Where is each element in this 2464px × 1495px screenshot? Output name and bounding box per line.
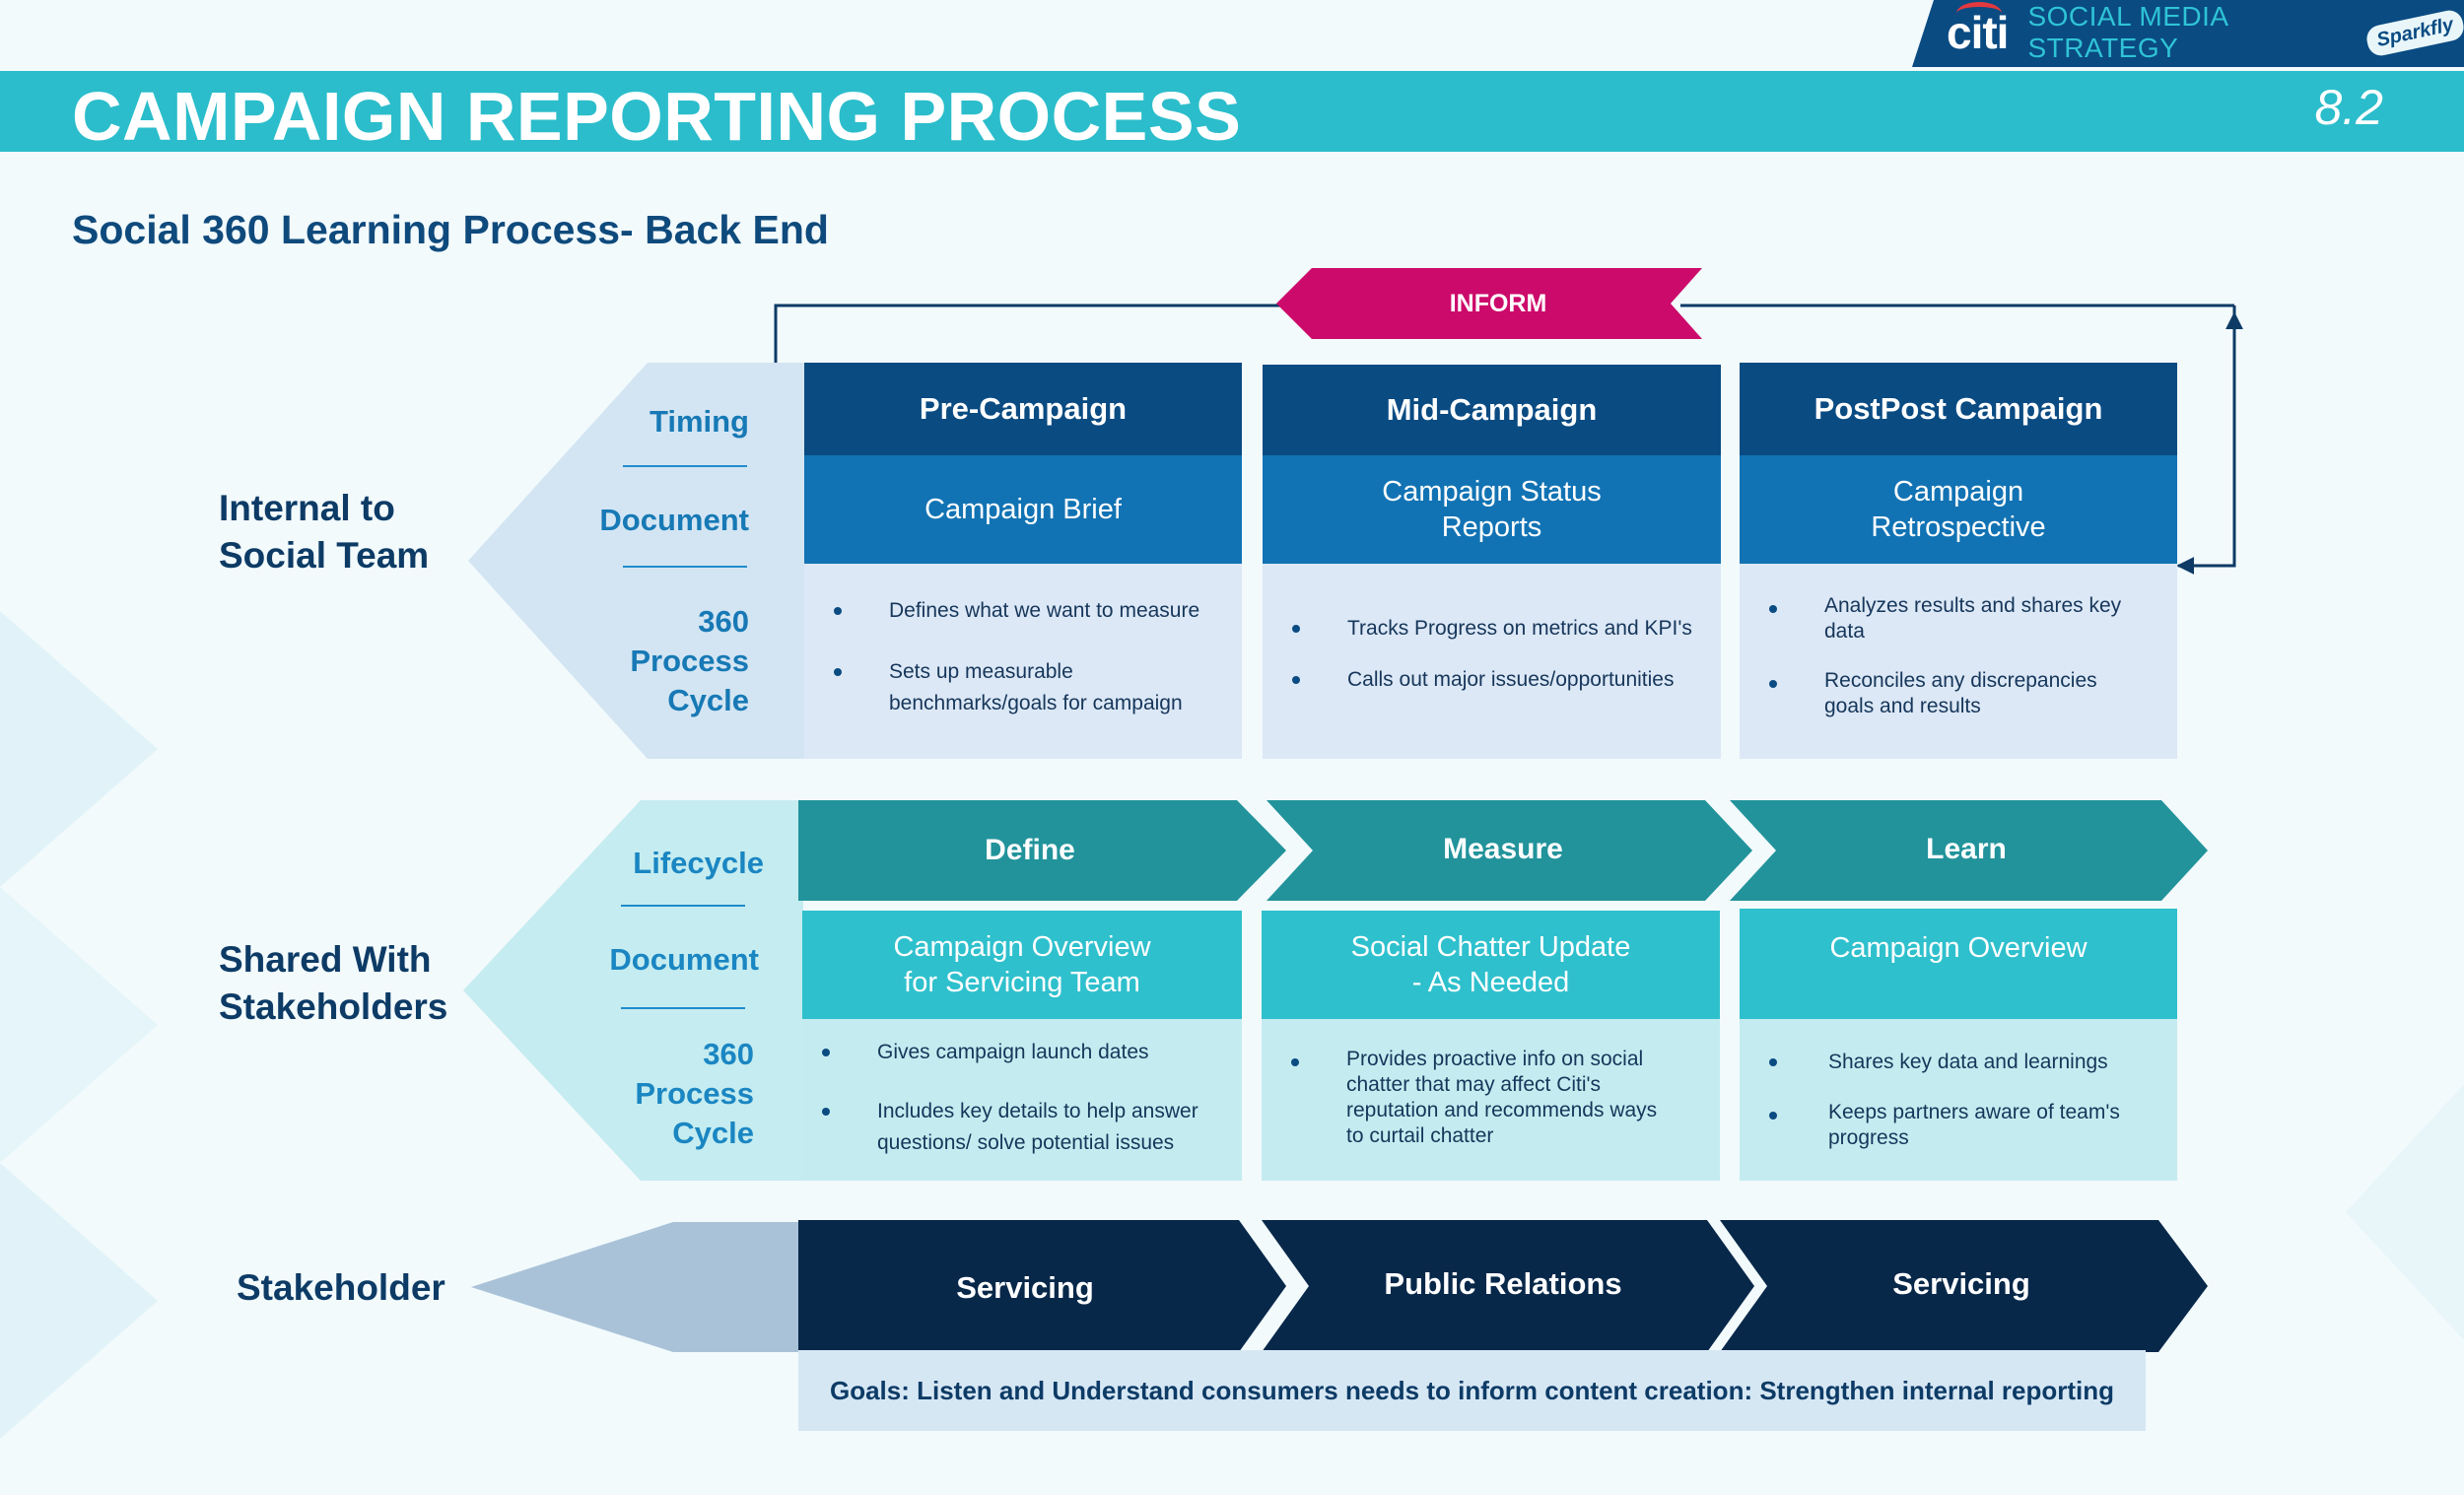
stakeholder-servicing-2: Servicing bbox=[1892, 1266, 2030, 1301]
inform-arrow bbox=[1276, 268, 1702, 339]
timing-postpost-campaign: PostPost Campaign bbox=[1740, 363, 2177, 455]
desc-learn: Shares key data and learnings Keeps part… bbox=[1740, 1019, 2177, 1181]
separator bbox=[621, 905, 745, 907]
shared-row-label: Shared With Stakeholders bbox=[219, 936, 447, 1031]
public-relations-arrow bbox=[1262, 1220, 1754, 1352]
internal-label-line2: Social Team bbox=[219, 535, 430, 576]
brand-title: SOCIAL MEDIA STRATEGY bbox=[2027, 1, 2228, 63]
lifecycle-arrows bbox=[798, 800, 2208, 901]
bullet-item: Provides proactive info on social chatte… bbox=[1262, 1047, 1720, 1149]
inform-loop-line bbox=[2176, 306, 2236, 575]
cycle-label-line: Cycle bbox=[667, 683, 749, 717]
doc-social-chatter-update: Social Chatter Update- As Needed bbox=[1262, 911, 1720, 1019]
stakeholder-arrows bbox=[798, 1220, 2208, 1352]
servicing-arrow bbox=[798, 1220, 1286, 1352]
stakeholder-public-relations: Public Relations bbox=[1384, 1266, 1622, 1301]
citi-logo: citi bbox=[1947, 2, 2009, 59]
stakeholder-row-label: Stakeholder bbox=[237, 1267, 445, 1308]
shared-chevron bbox=[463, 800, 803, 1181]
stakeholder-chevron bbox=[471, 1222, 801, 1352]
stakeholder-servicing: Servicing bbox=[956, 1270, 1094, 1305]
desc-measure: Provides proactive info on social chatte… bbox=[1262, 1019, 1720, 1181]
bullet-item: Shares key data and learnings bbox=[1740, 1047, 2177, 1078]
bullet-item: Tracks Progress on metrics and KPI's bbox=[1263, 613, 1721, 645]
goals-banner: Goals: Listen and Understand consumers n… bbox=[798, 1350, 2146, 1431]
citi-logo-arc bbox=[1956, 2, 2002, 25]
timing-pre-campaign: Pre-Campaign bbox=[804, 363, 1242, 455]
bullet-item: Defines what we want to measure bbox=[804, 595, 1242, 627]
page-title: CAMPAIGN REPORTING PROCESS bbox=[72, 78, 1242, 155]
separator bbox=[623, 566, 747, 568]
lifecycle-learn: Learn bbox=[1926, 833, 2007, 865]
separator bbox=[623, 465, 747, 467]
bullet-item: Gives campaign launch dates bbox=[802, 1037, 1242, 1068]
doc-campaign-brief: Campaign Brief bbox=[804, 455, 1242, 564]
document-label: Document bbox=[599, 503, 749, 537]
define-arrow bbox=[798, 800, 1286, 901]
separator bbox=[621, 1007, 745, 1009]
servicing-arrow-2 bbox=[1720, 1220, 2208, 1352]
lifecycle-label: Lifecycle bbox=[633, 846, 764, 880]
document-label-shared: Document bbox=[609, 942, 759, 977]
desc-pre-campaign: Defines what we want to measure Sets up … bbox=[804, 564, 1242, 759]
shared-label-line1: Shared With bbox=[219, 939, 432, 980]
cycle-label: 360 Process Cycle bbox=[591, 602, 749, 720]
internal-row-label: Internal to Social Team bbox=[219, 485, 429, 579]
lifecycle-define: Define bbox=[985, 834, 1075, 866]
bullet-item: Calls out major issues/opportunities bbox=[1263, 664, 1721, 696]
cycle-label-line: Process bbox=[630, 644, 749, 678]
desc-define: Gives campaign launch dates Includes key… bbox=[802, 1019, 1242, 1181]
header-bar bbox=[0, 71, 2464, 152]
brand-row: citi SOCIAL MEDIA STRATEGY Sparkfly bbox=[1947, 1, 2464, 63]
sparkfly-logo: Sparkfly bbox=[2363, 7, 2464, 58]
doc-campaign-overview: Campaign Overview bbox=[1740, 909, 2177, 1019]
page-number: 8.2 bbox=[2314, 80, 2383, 135]
internal-label-line1: Internal to bbox=[219, 488, 395, 528]
desc-mid-campaign: Tracks Progress on metrics and KPI's Cal… bbox=[1263, 564, 1721, 759]
timing-label: Timing bbox=[649, 404, 749, 439]
measure-arrow bbox=[1266, 800, 1752, 901]
learn-arrow bbox=[1730, 800, 2208, 901]
section-subtitle: Social 360 Learning Process- Back End bbox=[72, 207, 829, 252]
timing-mid-campaign: Mid-Campaign bbox=[1263, 365, 1721, 455]
cycle-label-shared: 360 Process Cycle bbox=[635, 1037, 754, 1150]
internal-chevron bbox=[468, 363, 813, 759]
cycle-label-line: 360 bbox=[698, 604, 749, 639]
lifecycle-measure: Measure bbox=[1443, 833, 1563, 865]
inform-label: INFORM bbox=[1449, 289, 1547, 317]
shared-label-line2: Stakeholders bbox=[219, 986, 448, 1027]
